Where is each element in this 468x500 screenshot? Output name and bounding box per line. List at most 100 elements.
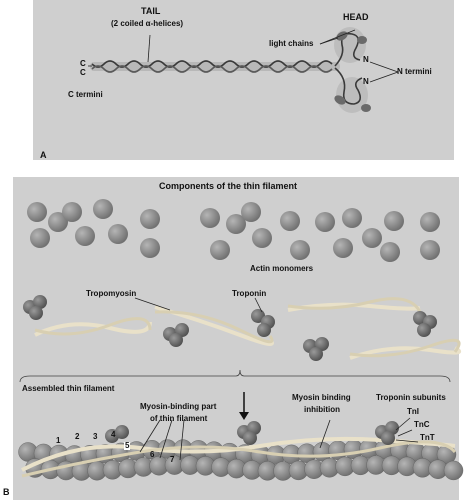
troponin	[33, 295, 47, 309]
troponin	[115, 425, 129, 439]
tropomyosin-label: Tropomyosin	[86, 289, 137, 298]
actin-monomer	[62, 202, 82, 222]
tni-pointer	[395, 417, 411, 431]
subunit-tni: TnI	[407, 407, 419, 416]
assembly-arrow-head	[239, 412, 249, 420]
actin-monomer	[108, 224, 128, 244]
troponin	[381, 431, 395, 445]
monomer-number: 2	[75, 432, 80, 441]
monomer-number: 4	[111, 430, 116, 439]
tnt-pointer	[395, 439, 419, 443]
light-chain-3	[334, 95, 346, 105]
myosin-binding-inhibition-line2: inhibition	[304, 405, 340, 414]
myosin-binding-part-line1: Myosin-binding part	[140, 402, 217, 411]
panel-a-letter: A	[40, 150, 47, 160]
myosin-binding-inhibition-line1: Myosin binding	[292, 393, 351, 402]
monomer-number: 1	[56, 436, 61, 445]
actin-monomer	[315, 212, 335, 232]
tropomyosin-strand	[34, 317, 152, 336]
actin-monomer	[48, 212, 68, 232]
filament-tropomyosin	[21, 440, 457, 478]
tropomyosin-strand	[287, 297, 422, 313]
actin-monomer	[93, 199, 113, 219]
subunit-tnt: TnT	[420, 433, 435, 442]
actin-monomer	[420, 240, 440, 260]
tail-helix-2	[91, 65, 333, 73]
light-chain-pointer-2	[319, 29, 356, 45]
actin-monomer	[342, 208, 362, 228]
troponin	[243, 431, 257, 445]
n-label-2: N	[363, 77, 369, 86]
assembly-brace	[19, 369, 451, 383]
troponin-label: Troponin	[232, 289, 267, 298]
troponin	[169, 333, 183, 347]
actin-monomer	[140, 238, 160, 258]
c-termini-label: C termini	[68, 90, 103, 99]
troponin-complexes	[23, 295, 437, 361]
actin-monomer	[290, 240, 310, 260]
myosin-binding-pointer-3	[179, 419, 185, 461]
head-chain-upper	[334, 32, 361, 67]
troponin-pointer	[254, 297, 263, 313]
myosin-binding-pointer-2	[159, 419, 173, 459]
myosin-molecule	[88, 27, 399, 113]
c-label-2: C	[80, 68, 86, 77]
tropomyosin-strands	[34, 297, 462, 360]
filament-actin-monomer	[443, 460, 464, 481]
actin-monomer	[280, 211, 300, 231]
actin-monomer	[200, 208, 220, 228]
troponin	[417, 323, 431, 337]
actin-monomer	[252, 228, 272, 248]
panel-a	[33, 0, 454, 160]
n-label-1: N	[363, 55, 369, 64]
myosin-heads	[334, 27, 371, 113]
tropomyosin-strand	[349, 338, 461, 358]
actin-monomer	[226, 214, 246, 234]
troponin	[309, 347, 323, 361]
head-chain-lower	[334, 67, 363, 105]
tropomyosin-strand	[349, 346, 462, 360]
subunit-tnc: TnC	[414, 420, 430, 429]
n-termini-pointer-2	[369, 71, 399, 83]
light-chain-4	[361, 104, 371, 112]
actin-monomer	[333, 238, 353, 258]
c-label-1: C	[80, 59, 86, 68]
tail-sublabel: (2 coiled α-helices)	[111, 19, 184, 28]
actin-monomer	[241, 202, 261, 222]
actin-monomer	[362, 228, 382, 248]
filament-tropomyosin	[21, 436, 456, 472]
troponin-subunits-label: Troponin subunits	[376, 393, 446, 402]
n-termini-label: N termini	[397, 67, 432, 76]
tropomyosin-strand	[34, 321, 152, 337]
actin-monomer	[380, 242, 400, 262]
tropomyosin-strand	[154, 310, 274, 344]
tnc-pointer	[397, 429, 413, 437]
actin-monomer	[384, 211, 404, 231]
monomer-number: 6	[150, 450, 155, 459]
troponin	[29, 306, 43, 320]
light-chains-label: light chains	[269, 39, 314, 48]
tropomyosin-pointer	[134, 297, 171, 311]
actin-monomers-label: Actin monomers	[250, 264, 314, 273]
myosin-binding-pointer-1	[139, 419, 161, 453]
assembled-label: Assembled thin filament	[22, 384, 115, 393]
filament-troponins	[105, 421, 399, 445]
actin-monomer	[210, 240, 230, 260]
actin-monomer	[75, 226, 95, 246]
actin-monomer	[30, 228, 50, 248]
light-chain-2	[357, 36, 367, 44]
monomer-number: 7	[170, 455, 175, 464]
inhibition-pointer	[319, 419, 331, 449]
head-label: HEAD	[343, 12, 369, 22]
actin-monomer	[140, 209, 160, 229]
actin-monomer	[420, 212, 440, 232]
monomer-number: 3	[93, 432, 98, 441]
actin-monomer	[27, 202, 47, 222]
tail-label: TAIL	[141, 6, 161, 16]
components-title: Components of the thin filament	[159, 181, 297, 191]
tail-pointer	[147, 34, 151, 63]
monomer-number: 5	[124, 441, 131, 450]
panel-b-letter: B	[3, 487, 10, 497]
myosin-binding-part-line2: of thin filament	[150, 414, 208, 423]
